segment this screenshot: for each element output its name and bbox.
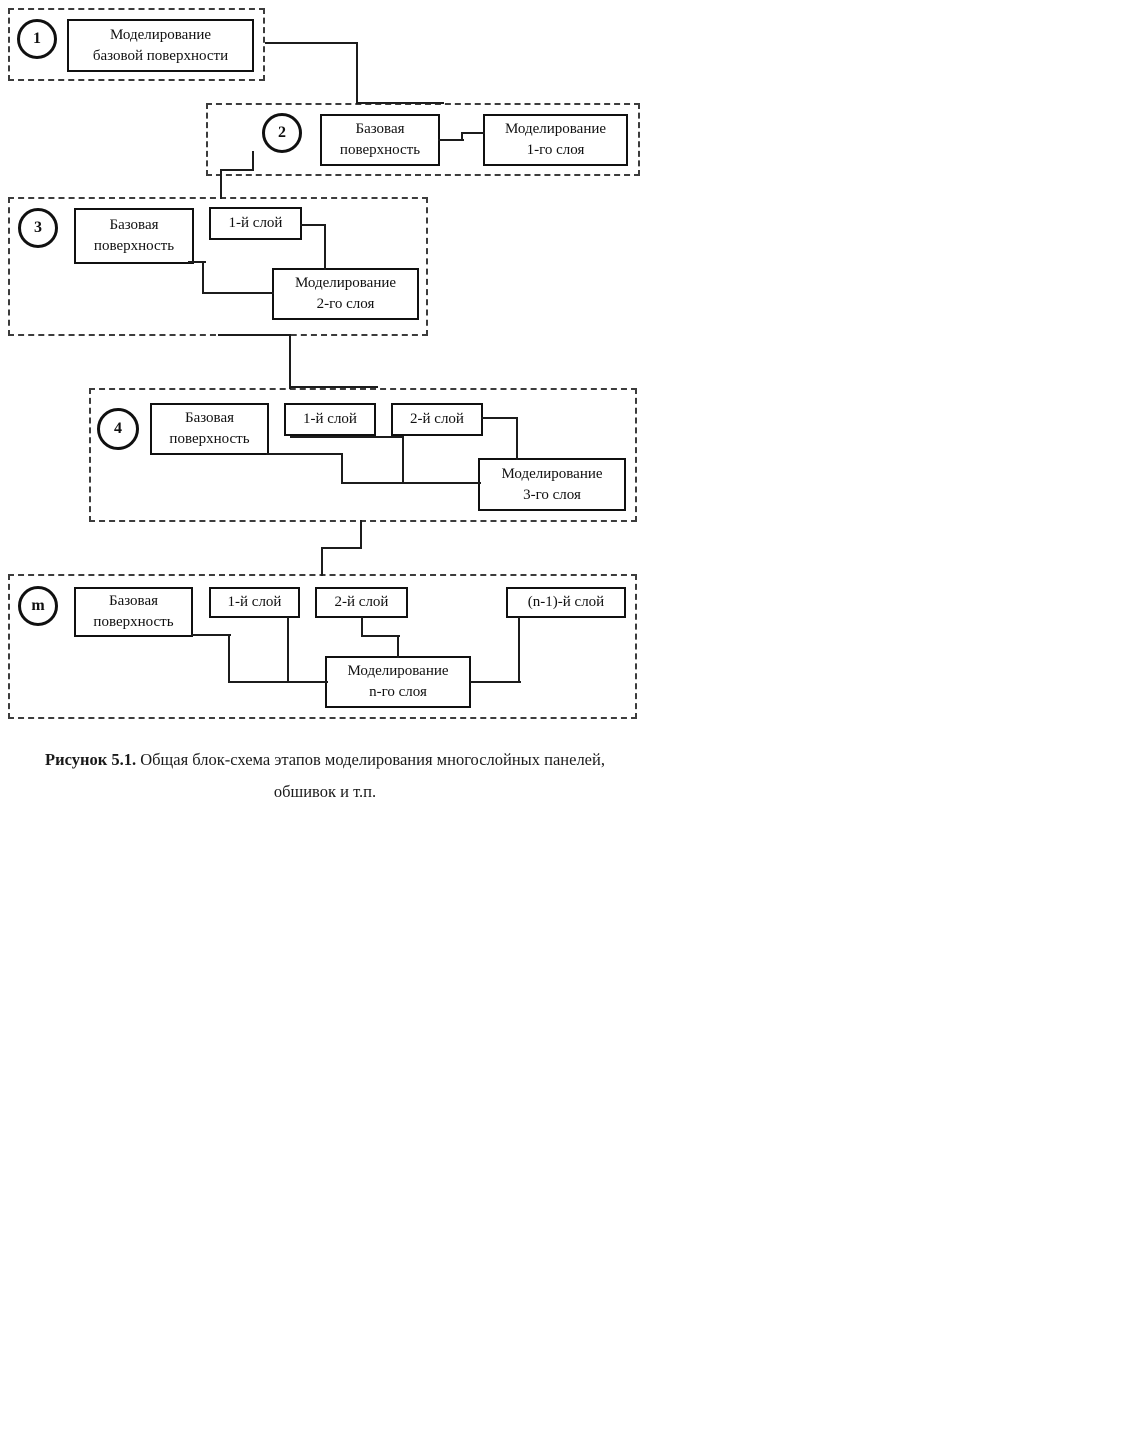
connector-line [266,453,343,455]
stage-m-badge-label: m [31,597,45,614]
figure-caption: Рисунок 5.1. Общая блок-схема этапов мод… [0,744,650,808]
connector-line [361,617,363,637]
stage-m-modeling-layer-n-box: Моделирование n-го слоя [325,656,471,708]
connector-line [341,453,343,484]
connector-line [481,417,518,419]
stage-3-badge-label: 3 [34,219,42,236]
connector-line [228,681,328,683]
box-label: Моделирование 2-го слоя [294,275,397,312]
connector-line [397,635,399,658]
stage-2-badge: 2 [262,113,302,153]
stage-2-badge-label: 2 [278,124,286,141]
stage-4-base-surface-box: Базовая поверхность [150,403,269,455]
stage-1-modeling-base-surface-box: Моделирование базовой поверхности [67,19,254,72]
box-label: 1-й слой [303,411,357,427]
stage-m-badge: m [18,586,58,626]
box-label: Базовая поверхность [169,410,250,447]
stage-3-badge: 3 [18,208,58,248]
stage-m-layer-2-box: 2-й слой [315,587,408,618]
stage-2-modeling-layer-1-box: Моделирование 1-го слоя [483,114,628,166]
stage-m-layer-1-box: 1-й слой [209,587,300,618]
stage-1-badge: 1 [17,19,57,59]
figure-caption-line-1: Рисунок 5.1. Общая блок-схема этапов мод… [0,744,650,776]
connector-line [300,224,326,226]
connector-line [321,547,323,576]
box-label: (n-1)-й слой [527,594,605,610]
connector-line [461,132,463,141]
box-label: 2-й слой [334,594,389,610]
connector-line [265,42,358,44]
box-label: 2-й слой [410,411,464,427]
connector-line [252,151,254,171]
stage-3-base-surface-box: Базовая поверхность [74,208,194,264]
connector-line [289,334,291,389]
stage-2-base-surface-box: Базовая поверхность [320,114,440,166]
stage-4-layer-2-box: 2-й слой [391,403,483,436]
box-label: Моделирование n-го слоя [347,663,449,700]
connector-line [202,261,204,294]
stage-3-modeling-layer-2-box: Моделирование 2-го слоя [272,268,419,320]
box-label: Базовая поверхность [93,217,175,254]
connector-line [356,42,358,104]
connector-line [361,635,400,637]
box-label: Моделирование базовой поверхности [92,26,229,64]
connector-line [324,224,326,270]
connector-line [321,547,362,549]
stage-m-layer-n-minus-1-box: (n-1)-й слой [506,587,626,618]
box-label: 1-й слой [227,594,282,610]
connector-line [287,617,289,683]
connector-line [290,436,404,438]
stage-m-base-surface-box: Базовая поверхность [74,587,193,637]
connector-line [202,292,274,294]
connector-line [191,634,231,636]
box-label: 1-й слой [228,215,283,231]
connector-line [360,520,362,549]
connector-line [220,169,222,199]
stage-1-group [8,8,265,81]
figure-caption-label: Рисунок 5.1. [45,750,137,769]
connector-line [188,261,206,263]
figure-caption-line-2: обшивок и т.п. [273,782,377,801]
connector-line [461,132,485,134]
box-label: Моделирование 1-го слоя [504,121,607,158]
connector-line [228,634,230,683]
connector-line [357,102,444,104]
connector-line [438,139,464,141]
box-label: Моделирование 3-го слоя [501,465,603,503]
stage-3-layer-1-box: 1-й слой [209,207,302,240]
connector-line [220,169,254,171]
connector-line [341,482,481,484]
figure-caption-text: Общая блок-схема этапов моделирования мн… [136,750,605,769]
stage-4-layer-1-box: 1-й слой [284,403,376,436]
stage-4-group [89,388,637,522]
stage-1-badge-label: 1 [33,30,41,47]
connector-line [402,436,404,484]
box-label: Базовая поверхность [93,593,174,630]
stage-4-badge: 4 [97,408,139,450]
connector-line [470,681,521,683]
connector-line [218,334,291,336]
stage-4-badge-label: 4 [114,420,122,437]
box-label: Базовая поверхность [339,121,421,158]
connector-line [289,386,378,388]
connector-line [518,617,520,683]
stage-4-modeling-layer-3-box: Моделирование 3-го слоя [478,458,626,511]
connector-line [516,417,518,460]
stage-2-group [206,103,640,176]
